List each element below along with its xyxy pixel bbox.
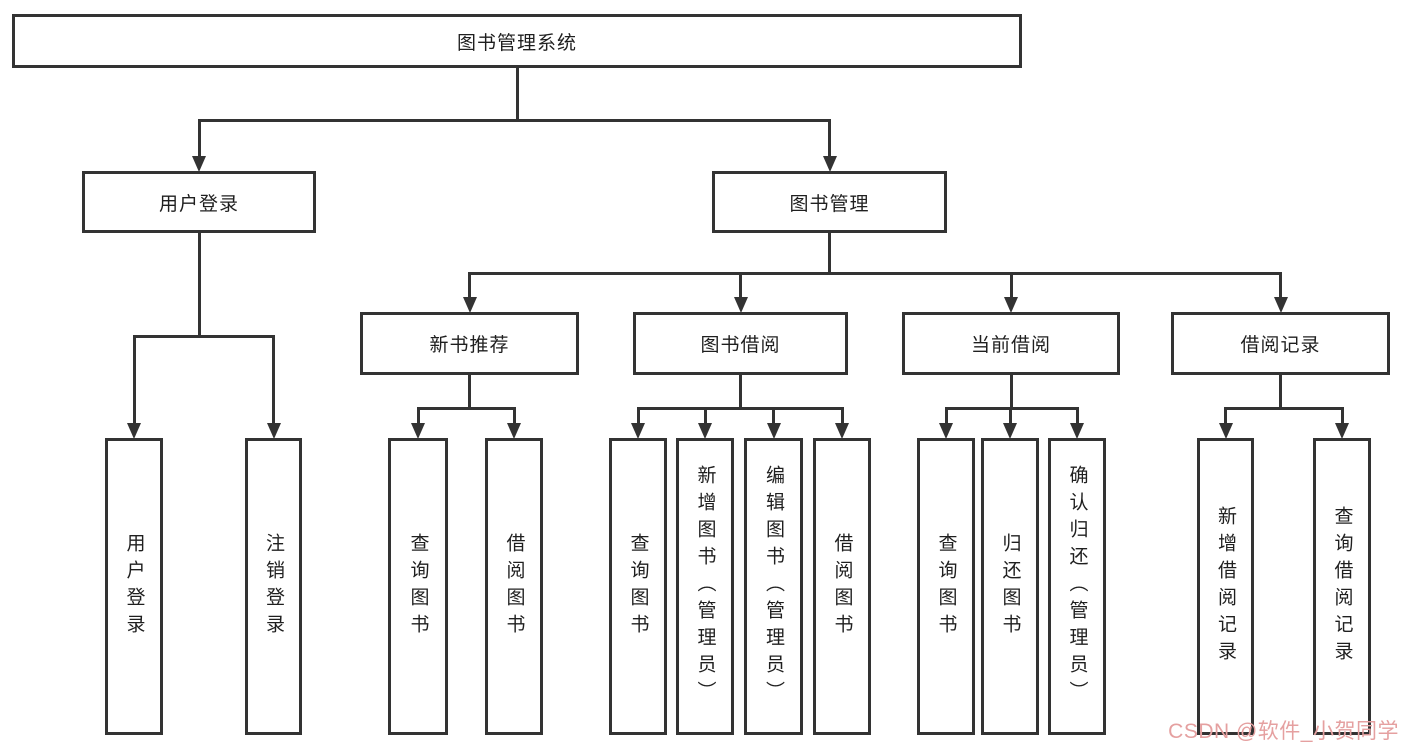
node-label-book-borrow: 图书借阅 <box>700 335 781 356</box>
connector-trunk-book-mgmt <box>828 233 831 275</box>
node-box-query-book-1: 查询图书 <box>388 438 448 735</box>
node-box-book-mgmt: 图书管理 <box>712 171 947 233</box>
connector-drop-add-book <box>703 410 707 425</box>
connector-drop-book-borrow <box>739 275 742 299</box>
node-label-add-book: 新增图书（管理员） <box>694 465 716 708</box>
node-label-logout: 注销登录 <box>263 532 284 641</box>
connector-trunk-new-book-rec <box>468 375 471 410</box>
node-label-new-book-rec: 新书推荐 <box>429 335 510 356</box>
node-label-borrow-book-1: 借阅图书 <box>503 532 525 641</box>
arrowhead-down-icon-return-book <box>1003 423 1017 439</box>
arrowhead-down-icon-query-book-1 <box>411 423 425 439</box>
connector-branch-borrow-records <box>1224 407 1344 410</box>
arrowhead-down-icon-new-book-rec <box>462 297 477 313</box>
node-label-borrow-book-2: 借阅图书 <box>831 532 853 641</box>
arrowhead-down-icon-login <box>127 423 141 439</box>
connector-drop-query-borrow-record <box>1340 410 1344 425</box>
node-label-add-borrow-record: 新增借阅记录 <box>1215 505 1236 668</box>
connector-drop-current-borrow <box>1009 275 1013 299</box>
connector-drop-query-book-2 <box>636 410 640 425</box>
node-label-login: 用户登录 <box>123 532 145 641</box>
node-box-add-book: 新增图书（管理员） <box>676 438 734 735</box>
node-box-confirm-return: 确认归还（管理员） <box>1048 438 1106 735</box>
connector-drop-logout <box>272 338 275 425</box>
connector-drop-confirm-return <box>1075 410 1079 425</box>
node-box-login: 用户登录 <box>105 438 163 735</box>
node-label-query-book-1: 查询图书 <box>407 532 429 641</box>
connector-branch-current-borrow <box>944 407 1079 410</box>
node-label-confirm-return: 确认归还（管理员） <box>1066 465 1088 708</box>
node-box-user-login: 用户登录 <box>82 171 316 233</box>
node-label-query-book-3: 查询图书 <box>935 532 957 641</box>
connector-drop-new-book-rec <box>468 275 471 299</box>
connector-branch-book-mgmt <box>468 272 1282 275</box>
arrowhead-down-icon-query-book-3 <box>939 423 953 439</box>
arrowhead-down-icon-query-book-2 <box>631 423 645 439</box>
connector-drop-query-book-3 <box>944 410 948 425</box>
node-box-borrow-records: 借阅记录 <box>1171 312 1390 375</box>
node-box-new-book-rec: 新书推荐 <box>360 312 579 375</box>
node-label-user-login: 用户登录 <box>158 193 239 215</box>
connector-drop-borrow-records <box>1279 275 1282 299</box>
connector-drop-book-mgmt <box>828 122 831 158</box>
connector-drop-login <box>132 338 136 425</box>
connector-drop-borrow-book-1 <box>512 410 516 425</box>
arrowhead-down-icon-user-login <box>192 156 206 172</box>
node-box-query-book-3: 查询图书 <box>917 438 975 735</box>
node-label-query-book-2: 查询图书 <box>627 532 649 641</box>
arrowhead-down-icon-confirm-return <box>1070 423 1084 439</box>
connector-drop-return-book <box>1008 410 1012 425</box>
arrowhead-down-icon-add-book <box>698 423 712 439</box>
arrowhead-down-icon-borrow-book-2 <box>835 423 849 439</box>
arrowhead-down-icon-book-borrow <box>733 297 748 313</box>
node-label-edit-book: 编辑图书（管理员） <box>763 465 784 708</box>
arrowhead-down-icon-book-mgmt <box>822 156 837 172</box>
connector-branch-book-borrow <box>636 407 844 410</box>
node-label-return-book: 归还图书 <box>999 532 1021 641</box>
node-box-add-borrow-record: 新增借阅记录 <box>1197 438 1254 735</box>
connector-branch-root <box>197 119 831 122</box>
connector-drop-add-borrow-record <box>1224 410 1227 425</box>
connector-drop-edit-book <box>772 410 775 425</box>
arrowhead-down-icon-logout <box>266 423 281 439</box>
node-box-borrow-book-1: 借阅图书 <box>485 438 543 735</box>
node-box-borrow-book-2: 借阅图书 <box>813 438 871 735</box>
connector-drop-query-book-1 <box>416 410 420 425</box>
node-box-logout: 注销登录 <box>245 438 302 735</box>
connector-trunk-book-borrow <box>739 375 742 410</box>
node-box-query-book-2: 查询图书 <box>609 438 667 735</box>
arrowhead-down-icon-current-borrow <box>1004 297 1018 313</box>
connector-trunk-borrow-records <box>1279 375 1282 410</box>
connector-trunk-user-login <box>197 233 201 338</box>
node-label-current-borrow: 当前借阅 <box>970 335 1051 356</box>
connector-trunk-root <box>515 68 519 122</box>
arrowhead-down-icon-borrow-book-1 <box>507 423 521 439</box>
node-label-query-borrow-record: 查询借阅记录 <box>1331 505 1353 668</box>
arrowhead-down-icon-borrow-records <box>1273 297 1288 313</box>
node-box-query-borrow-record: 查询借阅记录 <box>1313 438 1371 735</box>
node-label-borrow-records: 借阅记录 <box>1240 335 1321 356</box>
connector-drop-user-login <box>197 122 201 158</box>
arrowhead-down-icon-edit-book <box>766 423 781 439</box>
node-label-root: 图书管理系统 <box>456 32 577 54</box>
connector-branch-user-login <box>132 335 275 338</box>
arrowhead-down-icon-add-borrow-record <box>1218 423 1233 439</box>
connector-branch-new-book-rec <box>416 407 516 410</box>
node-box-return-book: 归还图书 <box>981 438 1039 735</box>
connector-drop-borrow-book-2 <box>840 410 844 425</box>
node-box-current-borrow: 当前借阅 <box>902 312 1120 375</box>
arrowhead-down-icon-query-borrow-record <box>1335 423 1349 439</box>
node-box-root: 图书管理系统 <box>12 14 1022 68</box>
node-label-book-mgmt: 图书管理 <box>789 193 870 215</box>
node-box-edit-book: 编辑图书（管理员） <box>744 438 803 735</box>
node-box-book-borrow: 图书借阅 <box>633 312 848 375</box>
connector-trunk-current-borrow <box>1009 375 1013 410</box>
